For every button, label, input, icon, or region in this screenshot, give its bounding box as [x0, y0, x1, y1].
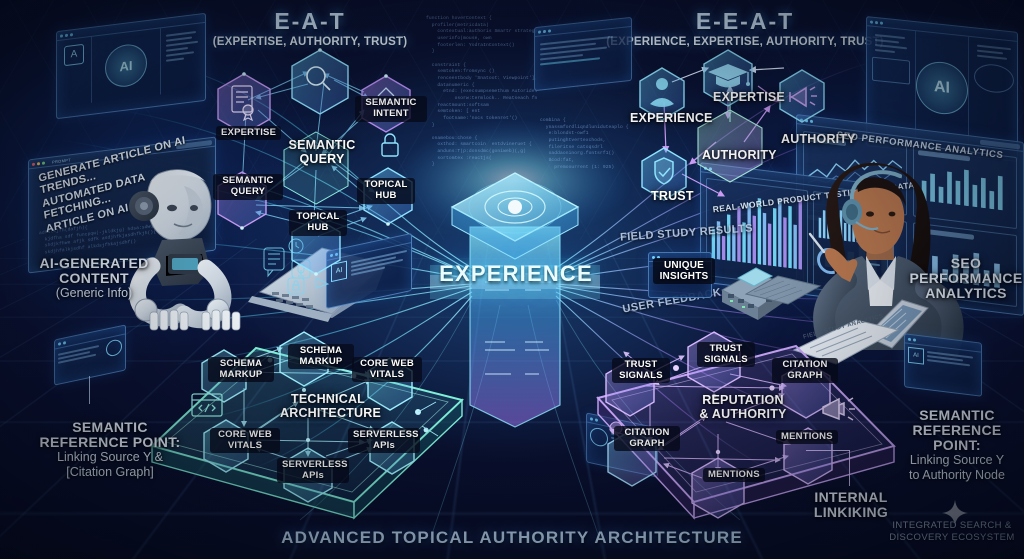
bottom-title: ADVANCED TOPICAL AUTHORITY ARCHITECTURE	[281, 528, 743, 547]
caption-srr-l3: Linking Source Y	[909, 453, 1005, 468]
reputation-cluster-center-label: REPUTATION& AUTHORITY	[699, 393, 787, 421]
caption-ai-l3: (Generic Info)	[55, 286, 133, 301]
caption-seo-l1: SEO	[950, 255, 982, 271]
caption-ai-generated-content: AI-GENERATED CONTENT (Generic Info)	[4, 255, 184, 301]
heading-eat-title: E-A-T	[274, 8, 346, 34]
internal-linking-connector-h	[806, 450, 850, 451]
experience-core-label: EXPERIENCE	[439, 261, 593, 286]
caption-srr-l1: SEMANTIC	[919, 407, 995, 423]
node-mentions-bottom-label: MENTIONS	[703, 468, 765, 483]
node-trust-label: TRUST	[651, 189, 694, 203]
megaphone-icon	[820, 395, 858, 423]
caption-ai-l1: AI-GENERATED	[39, 255, 149, 271]
code-window-icon	[190, 392, 224, 418]
caption-seo-performance-analytics: SEO PERFORMANCE ANALYTICS	[908, 255, 1024, 302]
caption-srl-l2: REFERENCE POINT:	[39, 434, 181, 451]
corner-note-line1: INTEGRATED SEARCH &	[892, 520, 1012, 531]
caption-seo-l3: ANALYTICS	[925, 285, 1007, 302]
code-window-top[interactable]	[534, 16, 632, 92]
caption-il-l1: INTERNAL	[814, 489, 888, 505]
ai-neural-badge: AI	[105, 42, 147, 90]
caption-ai-l2: CONTENT	[59, 270, 129, 287]
ai-monitor-window[interactable]: A AI	[56, 12, 206, 120]
heading-eeat-title: E-E-A-T	[695, 8, 795, 34]
caption-seo-l2: PERFORMANCE	[909, 270, 1023, 287]
caption-il-l2: LINKIKING	[813, 504, 889, 521]
corner-note-line2: DISCOVERY ECOSYSTEM	[889, 531, 1015, 543]
caption-srr-l2: REFERENCE POINT:	[912, 422, 1002, 454]
ai-badge-letter: A	[64, 43, 84, 67]
ai-monitor-badge: AI	[916, 59, 968, 117]
node-experience-label: EXPERIENCE	[630, 111, 713, 125]
semantic-ref-left-connector	[89, 376, 90, 404]
node-expertise-2-label: EXPERTISE	[713, 90, 785, 104]
node-authority-label: AUTHORITY	[781, 132, 856, 146]
caption-srl-l4: [Citation Graph]	[66, 464, 154, 479]
caption-semantic-reference-right: SEMANTIC REFERENCE POINT: Linking Source…	[890, 407, 1024, 482]
caption-srl-l3: Linking Source Y &	[57, 450, 163, 465]
eeat-cluster-center-label: AUTHORITY	[702, 148, 777, 162]
caption-srr-l4: to Authority Node	[909, 467, 1005, 482]
caption-internal-linking: INTERNAL LINKIKING	[796, 489, 906, 521]
heading-eeat: E-E-A-T (EXPERIENCE, EXPERTISE, AUTHORIT…	[590, 8, 900, 48]
keyboard-figure	[742, 272, 824, 306]
caption-semantic-reference-left: SEMANTIC REFERENCE POINT: Linking Source…	[20, 419, 200, 479]
internal-linking-connector	[849, 450, 850, 486]
node-mentions-right-label: MENTIONS	[776, 430, 838, 445]
node-expertise-label: EXPERTISE	[216, 126, 282, 141]
corner-note: INTEGRATED SEARCH & DISCOVERY ECOSYSTEM	[880, 520, 1024, 544]
caption-srl-l1: SEMANTIC	[72, 419, 148, 435]
